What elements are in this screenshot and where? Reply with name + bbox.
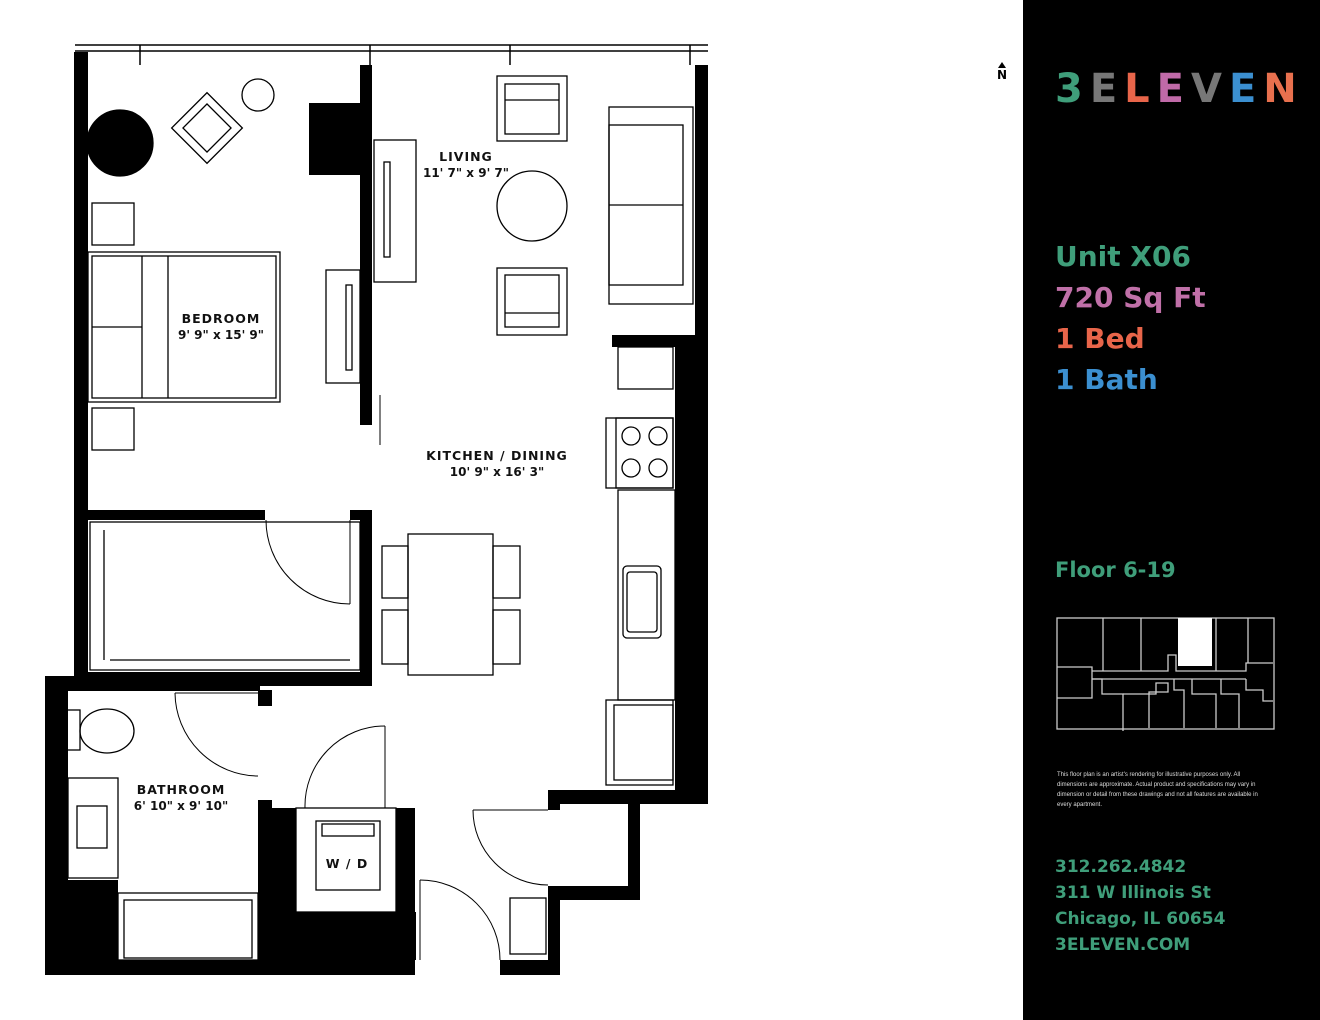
north-label: N: [996, 68, 1008, 82]
sink: [622, 565, 662, 639]
tv-console: [373, 139, 417, 283]
stove: [605, 417, 674, 489]
address-line-2: Chicago, IL 60654: [1055, 909, 1226, 929]
key-plan: [1056, 617, 1275, 731]
vanity: [67, 777, 119, 879]
coffee-table: [496, 170, 568, 242]
dresser: [325, 269, 361, 384]
wd-label: W / D: [326, 856, 368, 871]
unit-baths: 1 Bath: [1055, 363, 1158, 396]
website-link[interactable]: 3ELEVEN.COM: [1055, 935, 1191, 955]
bathtub: [117, 892, 259, 961]
logo-letter: E: [1156, 66, 1191, 112]
armchair-bedroom: [170, 91, 244, 165]
floor-range: Floor 6-19: [1055, 558, 1176, 582]
logo-letter: L: [1124, 66, 1157, 112]
north-indicator: N: [993, 62, 1011, 82]
armchair-top: [496, 75, 568, 142]
armchair-bottom: [496, 267, 568, 336]
fridge: [617, 346, 674, 390]
logo-letter: N: [1263, 66, 1304, 112]
bathroom-label: BATHROOM: [137, 782, 226, 797]
logo-letter: E: [1089, 66, 1125, 112]
contact-block: 312.262.4842 311 W Illinois St Chicago, …: [1055, 854, 1225, 958]
brand-logo: 3ELEVEN: [1055, 66, 1304, 112]
unit-beds: 1 Bed: [1055, 322, 1145, 355]
phone-link[interactable]: 312.262.4842: [1055, 857, 1187, 877]
shelf: [509, 897, 547, 955]
dishwasher: [605, 699, 674, 786]
bathroom-dims: 6' 10" x 9' 10": [134, 799, 228, 813]
furniture: [65, 75, 694, 961]
bedroom-label: BEDROOM: [182, 311, 261, 326]
walls: [45, 52, 708, 975]
nightstand: [91, 407, 135, 451]
round-table-black: [86, 109, 154, 177]
dining-table: [381, 533, 521, 676]
unit-name: Unit X06: [1055, 240, 1191, 273]
kitchen-label: KITCHEN / DINING: [426, 448, 568, 463]
address-line-1: 311 W Illinois St: [1055, 883, 1211, 903]
unit-highlight: [1178, 618, 1212, 666]
sofa: [608, 106, 694, 305]
living-label: LIVING: [439, 149, 493, 164]
north-arrow-icon: [998, 62, 1006, 68]
kitchen-dims: 10' 9" x 16' 3": [450, 465, 544, 479]
toilet: [65, 708, 135, 754]
nightstand: [91, 202, 135, 246]
doors: [174, 395, 549, 961]
logo-letter: V: [1191, 66, 1229, 112]
living-dims: 11' 7" x 9' 7": [423, 166, 509, 180]
floor-plan: LIVING 11' 7" x 9' 7" BEDROOM 9' 9" x 15…: [45, 44, 708, 975]
window-frame: [75, 44, 708, 65]
logo-letter: 3: [1055, 66, 1090, 112]
bed: [87, 251, 281, 403]
disclaimer: This floor plan is an artist's rendering…: [1057, 772, 1258, 808]
bedroom-dims: 9' 9" x 15' 9": [178, 328, 264, 342]
unit-area: 720 Sq Ft: [1055, 281, 1206, 314]
washer-dryer: [295, 807, 397, 913]
logo-letter: E: [1228, 66, 1264, 112]
info-panel: 3ELEVEN Unit X06 720 Sq Ft 1 Bed 1 Bath …: [1023, 0, 1320, 1020]
closet-rod: [89, 521, 361, 671]
